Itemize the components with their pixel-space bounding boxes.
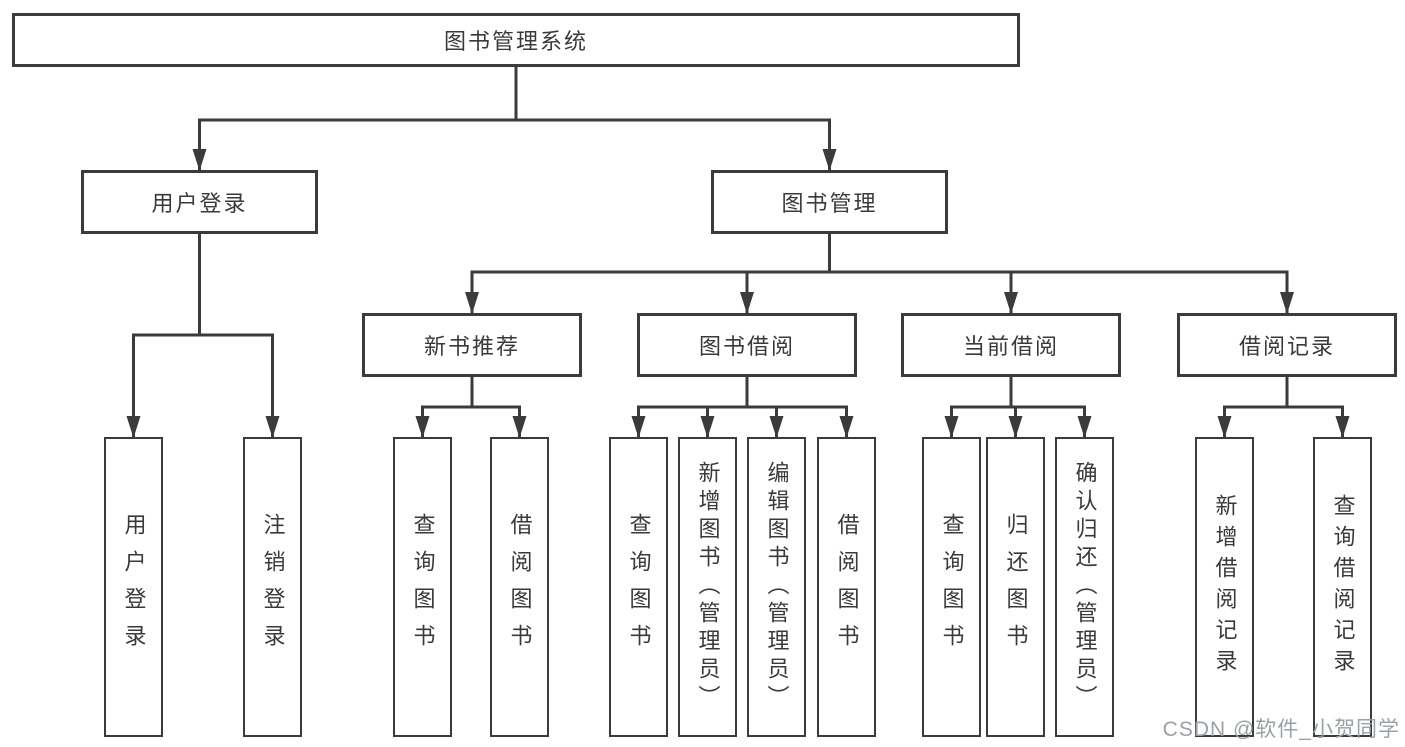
node-label: 用户登录 <box>151 191 248 216</box>
node-label: 当前借阅 <box>962 334 1059 359</box>
leaf-logout: 注销登录 <box>243 437 302 737</box>
node-label: 新书推荐 <box>423 334 520 359</box>
leaf-query-books-current: 查询图书 <box>922 437 981 737</box>
node-label: 图书管理系统 <box>443 29 588 54</box>
leaf-borrow-books-recommend: 借阅图书 <box>490 437 549 737</box>
leaf-query-books-recommend: 查询图书 <box>393 437 452 737</box>
node-label: 图书管理 <box>781 191 878 216</box>
leaf-label: 确认归还（管理员） <box>1072 461 1098 713</box>
leaf-label: 查询图书 <box>939 513 965 661</box>
leaf-add-borrow-record: 新增借阅记录 <box>1195 437 1254 737</box>
leaf-query-borrow-record: 查询借阅记录 <box>1313 437 1372 737</box>
node-borrow-records: 借阅记录 <box>1177 313 1397 377</box>
leaf-label: 编辑图书（管理员） <box>764 461 790 713</box>
leaf-label: 借阅图书 <box>507 513 533 661</box>
leaf-label: 新增借阅记录 <box>1212 494 1238 680</box>
leaf-label: 查询借阅记录 <box>1330 494 1356 680</box>
leaf-label: 注销登录 <box>260 513 286 661</box>
leaf-label: 查询图书 <box>626 513 652 661</box>
leaf-query-books-borrow: 查询图书 <box>609 437 668 737</box>
leaf-edit-books-admin: 编辑图书（管理员） <box>747 437 806 737</box>
leaf-label: 用户登录 <box>121 513 147 661</box>
leaf-add-books-admin: 新增图书（管理员） <box>678 437 737 737</box>
leaf-return-books: 归还图书 <box>986 437 1045 737</box>
csdn-watermark: CSDN @软件_小贺同学 <box>1162 718 1400 741</box>
node-label: 借阅记录 <box>1238 334 1335 359</box>
node-new-book-recommend: 新书推荐 <box>362 313 582 377</box>
leaf-user-login: 用户登录 <box>104 437 163 737</box>
leaf-label: 借阅图书 <box>834 513 860 661</box>
node-label: 图书借阅 <box>698 334 795 359</box>
leaf-label: 查询图书 <box>410 513 436 661</box>
leaf-label: 归还图书 <box>1003 513 1029 661</box>
leaf-confirm-return-admin: 确认归还（管理员） <box>1055 437 1114 737</box>
node-book-management-module: 图书管理 <box>711 170 948 234</box>
node-user-login-module: 用户登录 <box>81 170 318 234</box>
leaf-label: 新增图书（管理员） <box>695 461 721 713</box>
node-system-root: 图书管理系统 <box>12 13 1020 67</box>
node-book-borrow: 图书借阅 <box>637 313 857 377</box>
node-current-borrow: 当前借阅 <box>901 313 1121 377</box>
leaf-borrow-books: 借阅图书 <box>817 437 876 737</box>
